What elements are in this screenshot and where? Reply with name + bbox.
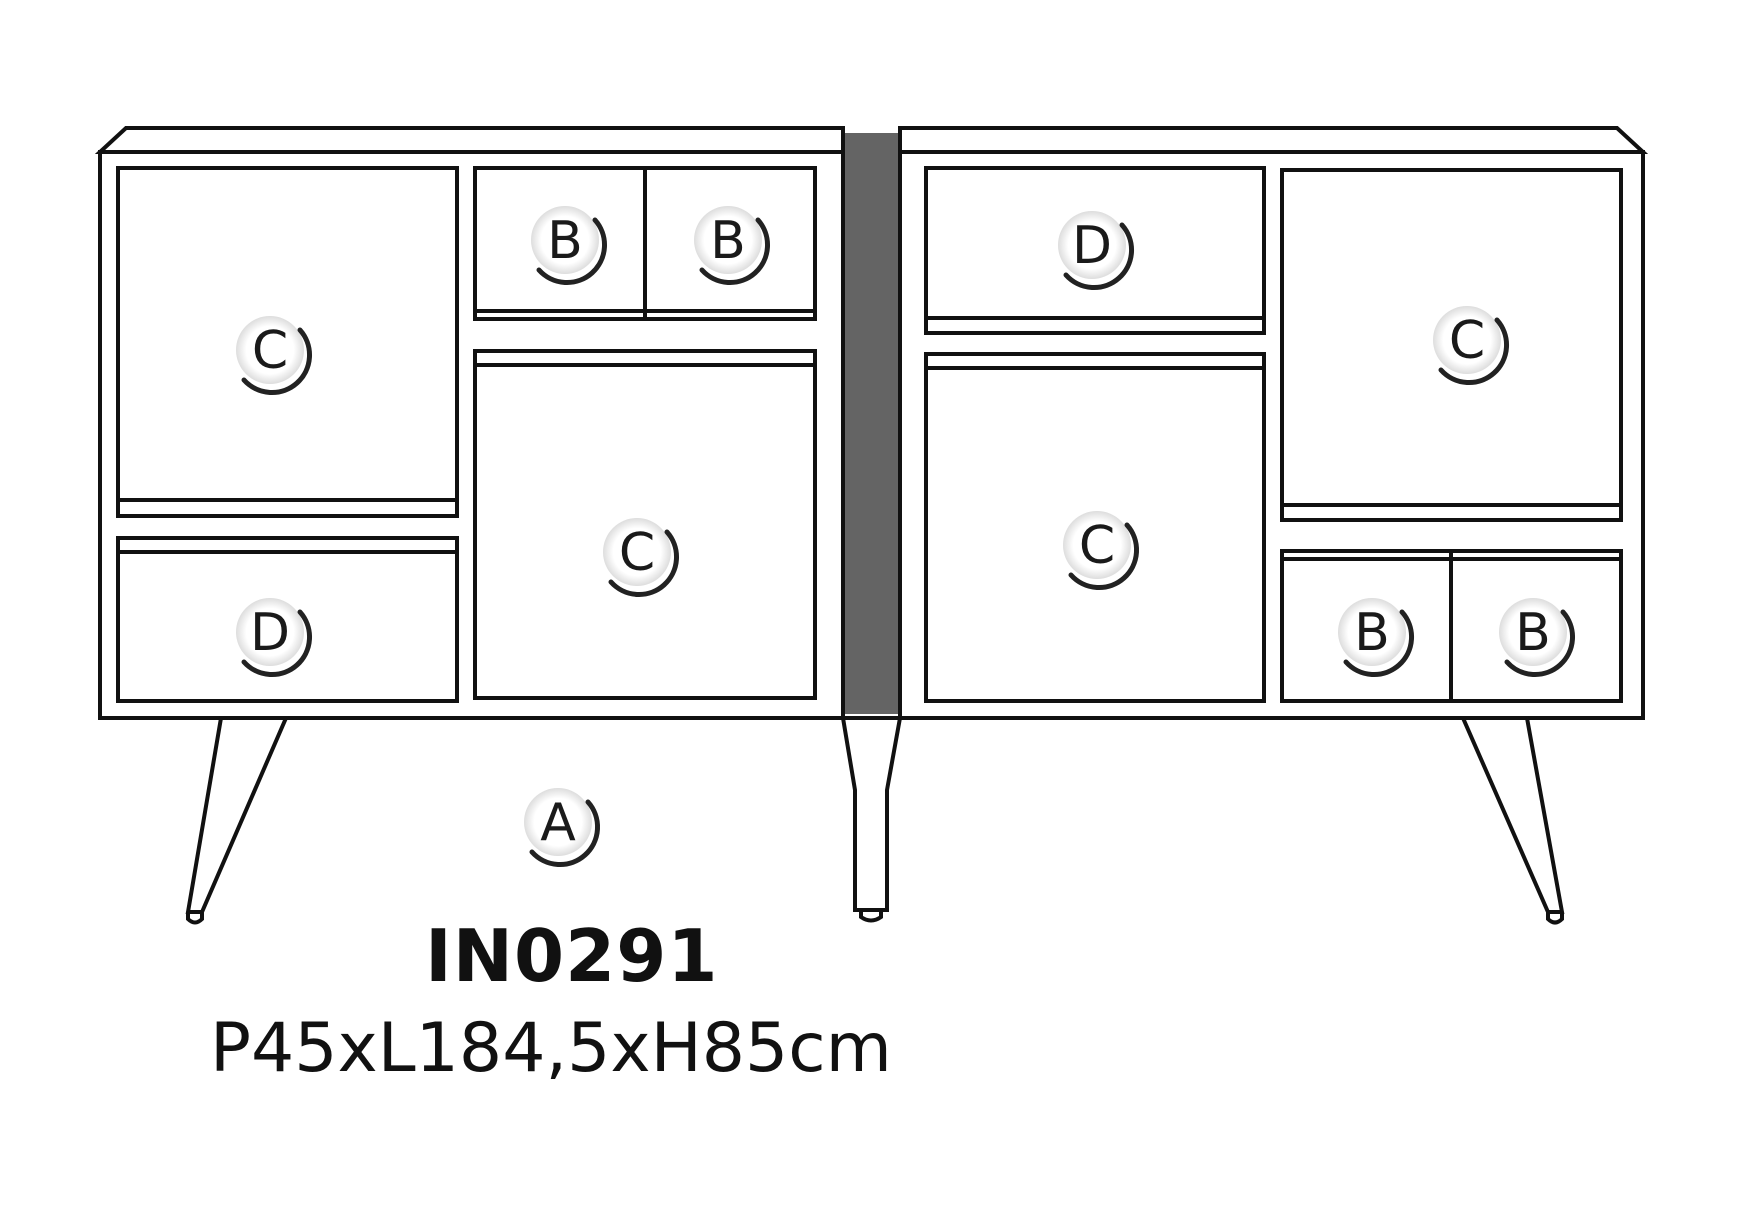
center-connector xyxy=(843,133,900,714)
badge-circle xyxy=(1499,598,1567,666)
badge-right-b-2: B xyxy=(1499,598,1575,677)
badge-right-b-1: B xyxy=(1338,598,1414,677)
left-module xyxy=(94,126,845,720)
badge-base-a: A xyxy=(524,788,600,867)
right-drawer-d xyxy=(924,166,1266,335)
leg-center xyxy=(840,716,903,912)
badge-right-c-bottom: C xyxy=(1063,511,1139,590)
badge-letter: C xyxy=(1449,311,1485,371)
right-body xyxy=(898,150,1645,720)
badge-left-d: D xyxy=(236,598,312,677)
badge-shadow-arc xyxy=(529,799,600,867)
badge-circle xyxy=(1058,211,1126,279)
badge-circle xyxy=(236,316,304,384)
badge-shadow-arc xyxy=(536,217,607,285)
badge-left-c-bottom: C xyxy=(603,518,679,597)
badge-letter: D xyxy=(250,603,290,663)
badge-letter: C xyxy=(619,523,655,583)
badge-letter: B xyxy=(1354,603,1390,663)
badge-letter: C xyxy=(1079,516,1115,576)
right-module xyxy=(898,126,1649,720)
badge-shadow-arc xyxy=(1068,522,1139,590)
badge-right-d: D xyxy=(1058,211,1134,290)
badge-right-c-top: C xyxy=(1433,306,1509,385)
leg-left xyxy=(185,716,290,914)
left-body xyxy=(98,150,845,720)
part-label-badges: C B B D C A D C C B B xyxy=(236,206,1575,867)
badge-left-b-1: B xyxy=(531,206,607,285)
badge-left-c-top: C xyxy=(236,316,312,395)
badge-letter: C xyxy=(252,321,288,381)
left-drawer-d xyxy=(116,536,459,703)
product-dimensions: P45xL184,5xH85cm xyxy=(210,1009,892,1088)
badge-shadow-arc xyxy=(241,609,312,677)
right-panel-c-bottom xyxy=(924,352,1266,703)
badge-circle xyxy=(1433,306,1501,374)
badge-shadow-arc xyxy=(608,529,679,597)
right-panel-c-top xyxy=(1280,168,1623,522)
badge-shadow-arc xyxy=(241,327,312,395)
badge-circle xyxy=(524,788,592,856)
product-code: IN0291 xyxy=(425,914,719,998)
legs xyxy=(185,716,1565,925)
badge-shadow-arc xyxy=(1438,317,1509,385)
badge-circle xyxy=(603,518,671,586)
badge-circle xyxy=(531,206,599,274)
left-panel-c-top xyxy=(116,166,459,518)
left-top-panel xyxy=(94,126,845,154)
badge-left-b-2: B xyxy=(694,206,770,285)
badge-letter: B xyxy=(1515,603,1551,663)
badge-shadow-arc xyxy=(1504,609,1575,677)
badge-circle xyxy=(694,206,762,274)
left-panel-c-bottom xyxy=(473,349,817,700)
badge-circle xyxy=(1338,598,1406,666)
badge-circle xyxy=(1063,511,1131,579)
badge-shadow-arc xyxy=(1343,609,1414,677)
badge-circle xyxy=(236,598,304,666)
right-top-panel xyxy=(898,126,1649,154)
badge-shadow-arc xyxy=(1063,222,1134,290)
badge-shadow-arc xyxy=(699,217,770,285)
badge-letter: B xyxy=(547,211,583,271)
badge-letter: A xyxy=(540,793,576,853)
badge-letter: D xyxy=(1072,216,1112,276)
leg-right xyxy=(1459,716,1565,914)
badge-letter: B xyxy=(710,211,746,271)
